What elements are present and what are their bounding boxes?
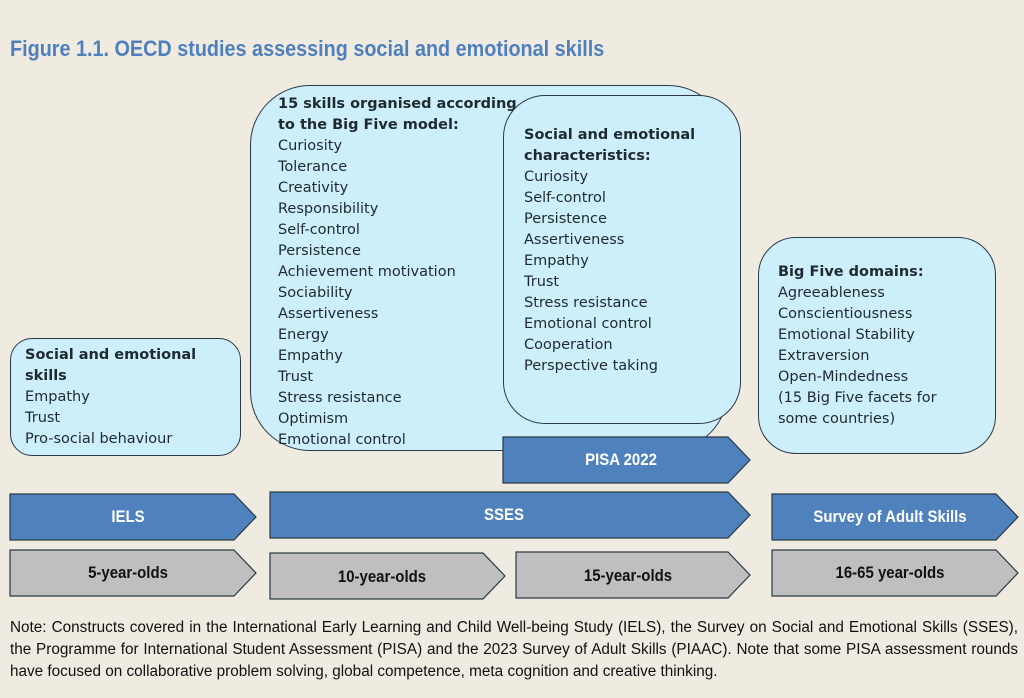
list-item: Creativity [278, 180, 349, 196]
list-item: Conscientiousness [778, 306, 913, 322]
pisa-characteristics-box: Social and emotional characteristics: Cu… [503, 95, 741, 424]
list-item: Curiosity [524, 169, 589, 185]
list-item: Persistence [524, 211, 607, 227]
list-item: Extraversion [778, 348, 870, 364]
list-item: Empathy [25, 389, 90, 405]
list-item: Sociability [278, 285, 353, 301]
age10-label: 10-year-olds [337, 567, 427, 586]
list-item: Persistence [278, 243, 361, 259]
list-item: Curiosity [278, 138, 343, 154]
list-item: Empathy [278, 348, 343, 364]
iels-arrow [9, 493, 257, 541]
list-item: Responsibility [278, 201, 379, 217]
figure-title: Figure 1.1. OECD studies assessing socia… [10, 36, 605, 61]
list-item: Open-Mindedness [778, 369, 909, 385]
list-item: Trust [25, 410, 61, 426]
age16-arrow [771, 549, 1019, 597]
list-item: Pro-social behaviour [25, 431, 173, 447]
list-item: Optimism [278, 411, 349, 427]
adult-arrow [771, 493, 1019, 541]
list-item: (15 Big Five facets for some countries) [778, 390, 937, 427]
figure-note: Note: Constructs covered in the Internat… [10, 619, 1018, 680]
age15-arrow [515, 551, 751, 599]
age10-arrow [269, 552, 506, 600]
list-item: Emotional Stability [778, 327, 915, 343]
iels-box-heading: Social and emotional skills [25, 347, 197, 384]
list-item: Self-control [524, 190, 606, 206]
list-item: Trust [278, 369, 314, 385]
list-item: Empathy [524, 253, 589, 269]
iels-label: IELS [111, 507, 145, 526]
age16-label: 16-65 year-olds [835, 563, 945, 582]
sses-box-heading: 15 skills organised according to the Big… [278, 96, 517, 133]
list-item: Perspective taking [524, 358, 658, 374]
adult-box-heading: Big Five domains: [778, 264, 924, 280]
list-item: Emotional control [278, 432, 406, 448]
list-item: Stress resistance [278, 390, 402, 406]
pisa-arrow [502, 436, 751, 484]
age5-arrow [9, 549, 257, 597]
age15-label: 15-year-olds [583, 566, 673, 585]
list-item: Emotional control [524, 316, 652, 332]
list-item: Self-control [278, 222, 360, 238]
list-item: Trust [524, 274, 560, 290]
list-item: Stress resistance [524, 295, 648, 311]
sses-arrow [269, 491, 751, 539]
list-item: Achievement motivation [278, 264, 456, 280]
adult-label: Survey of Adult Skills [813, 507, 967, 526]
sses-label: SSES [484, 505, 524, 524]
list-item: Energy [278, 327, 329, 343]
pisa-box-heading: Social and emotional characteristics: [524, 127, 696, 164]
age5-label: 5-year-olds [88, 563, 168, 582]
pisa-label: PISA 2022 [585, 450, 657, 469]
list-item: Agreeableness [778, 285, 885, 301]
list-item: Assertiveness [524, 232, 625, 248]
list-item: Assertiveness [278, 306, 379, 322]
list-item: Cooperation [524, 337, 613, 353]
list-item: Tolerance [278, 159, 348, 175]
